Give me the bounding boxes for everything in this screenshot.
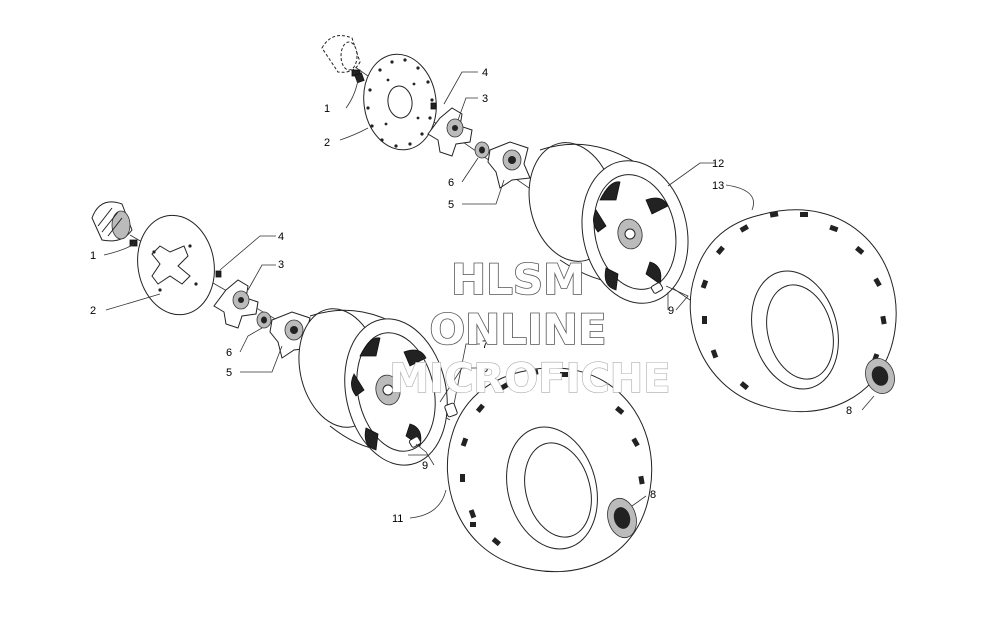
callout-lower-11: 11 [392, 513, 403, 525]
callout-lower-3: 3 [278, 259, 284, 271]
lower-tire [446, 367, 653, 573]
lower-rim [298, 308, 448, 466]
callout-upper-9: 9 [668, 305, 674, 317]
lower-center-cap [607, 497, 637, 539]
lower-nut-6 [256, 311, 272, 329]
callout-lower-9: 9 [422, 460, 428, 472]
callout-lower-5: 5 [226, 367, 232, 379]
watermark: HLSM ONLINE MICROFICHE [389, 254, 671, 402]
callout-labels: 1 2 4 3 6 5 12 13 9 8 1 2 4 3 6 5 7 10 9… [90, 67, 852, 525]
callout-upper-12: 12 [712, 158, 724, 170]
callout-upper-5: 5 [448, 199, 454, 211]
callout-upper-1: 1 [324, 103, 330, 115]
leader-lines [103, 71, 875, 519]
lower-screw-4 [215, 270, 222, 278]
lower-brake-disc [137, 214, 215, 316]
callout-lower-4: 4 [278, 231, 284, 243]
callout-upper-2: 2 [324, 137, 330, 149]
upper-brake-disc [363, 53, 437, 151]
upper-assembly [321, 35, 897, 413]
callout-upper-3: 3 [482, 93, 488, 105]
callout-lower-8: 8 [650, 489, 656, 501]
callout-upper-4: 4 [482, 67, 488, 79]
callout-lower-2: 2 [90, 305, 96, 317]
upper-tire [689, 209, 897, 413]
lower-housing [91, 201, 138, 247]
watermark-line-2: ONLINE [429, 305, 606, 354]
callout-lower-6: 6 [226, 347, 232, 359]
watermark-line-3: MICROFICHE [389, 356, 670, 402]
upper-nut-6 [474, 141, 490, 159]
callout-lower-10: 10 [476, 363, 488, 375]
upper-center-cap [865, 358, 895, 394]
watermark-line-1: HLSM [451, 255, 585, 304]
upper-bolt-1 [354, 72, 365, 84]
callout-lower-1: 1 [90, 250, 96, 262]
upper-screw-4 [430, 102, 437, 110]
lower-valve-9 [408, 436, 422, 448]
upper-housing [321, 35, 361, 77]
callout-upper-8: 8 [846, 405, 852, 417]
callout-upper-6: 6 [448, 177, 454, 189]
callout-upper-13: 13 [712, 180, 724, 192]
callout-lower-7: 7 [482, 339, 488, 351]
upper-flange-5 [487, 141, 531, 189]
lower-hub [213, 279, 259, 329]
lower-assembly [91, 201, 653, 573]
lower-valve-7 [444, 402, 458, 418]
upper-rim [528, 142, 689, 304]
upper-valve-9 [650, 282, 664, 294]
